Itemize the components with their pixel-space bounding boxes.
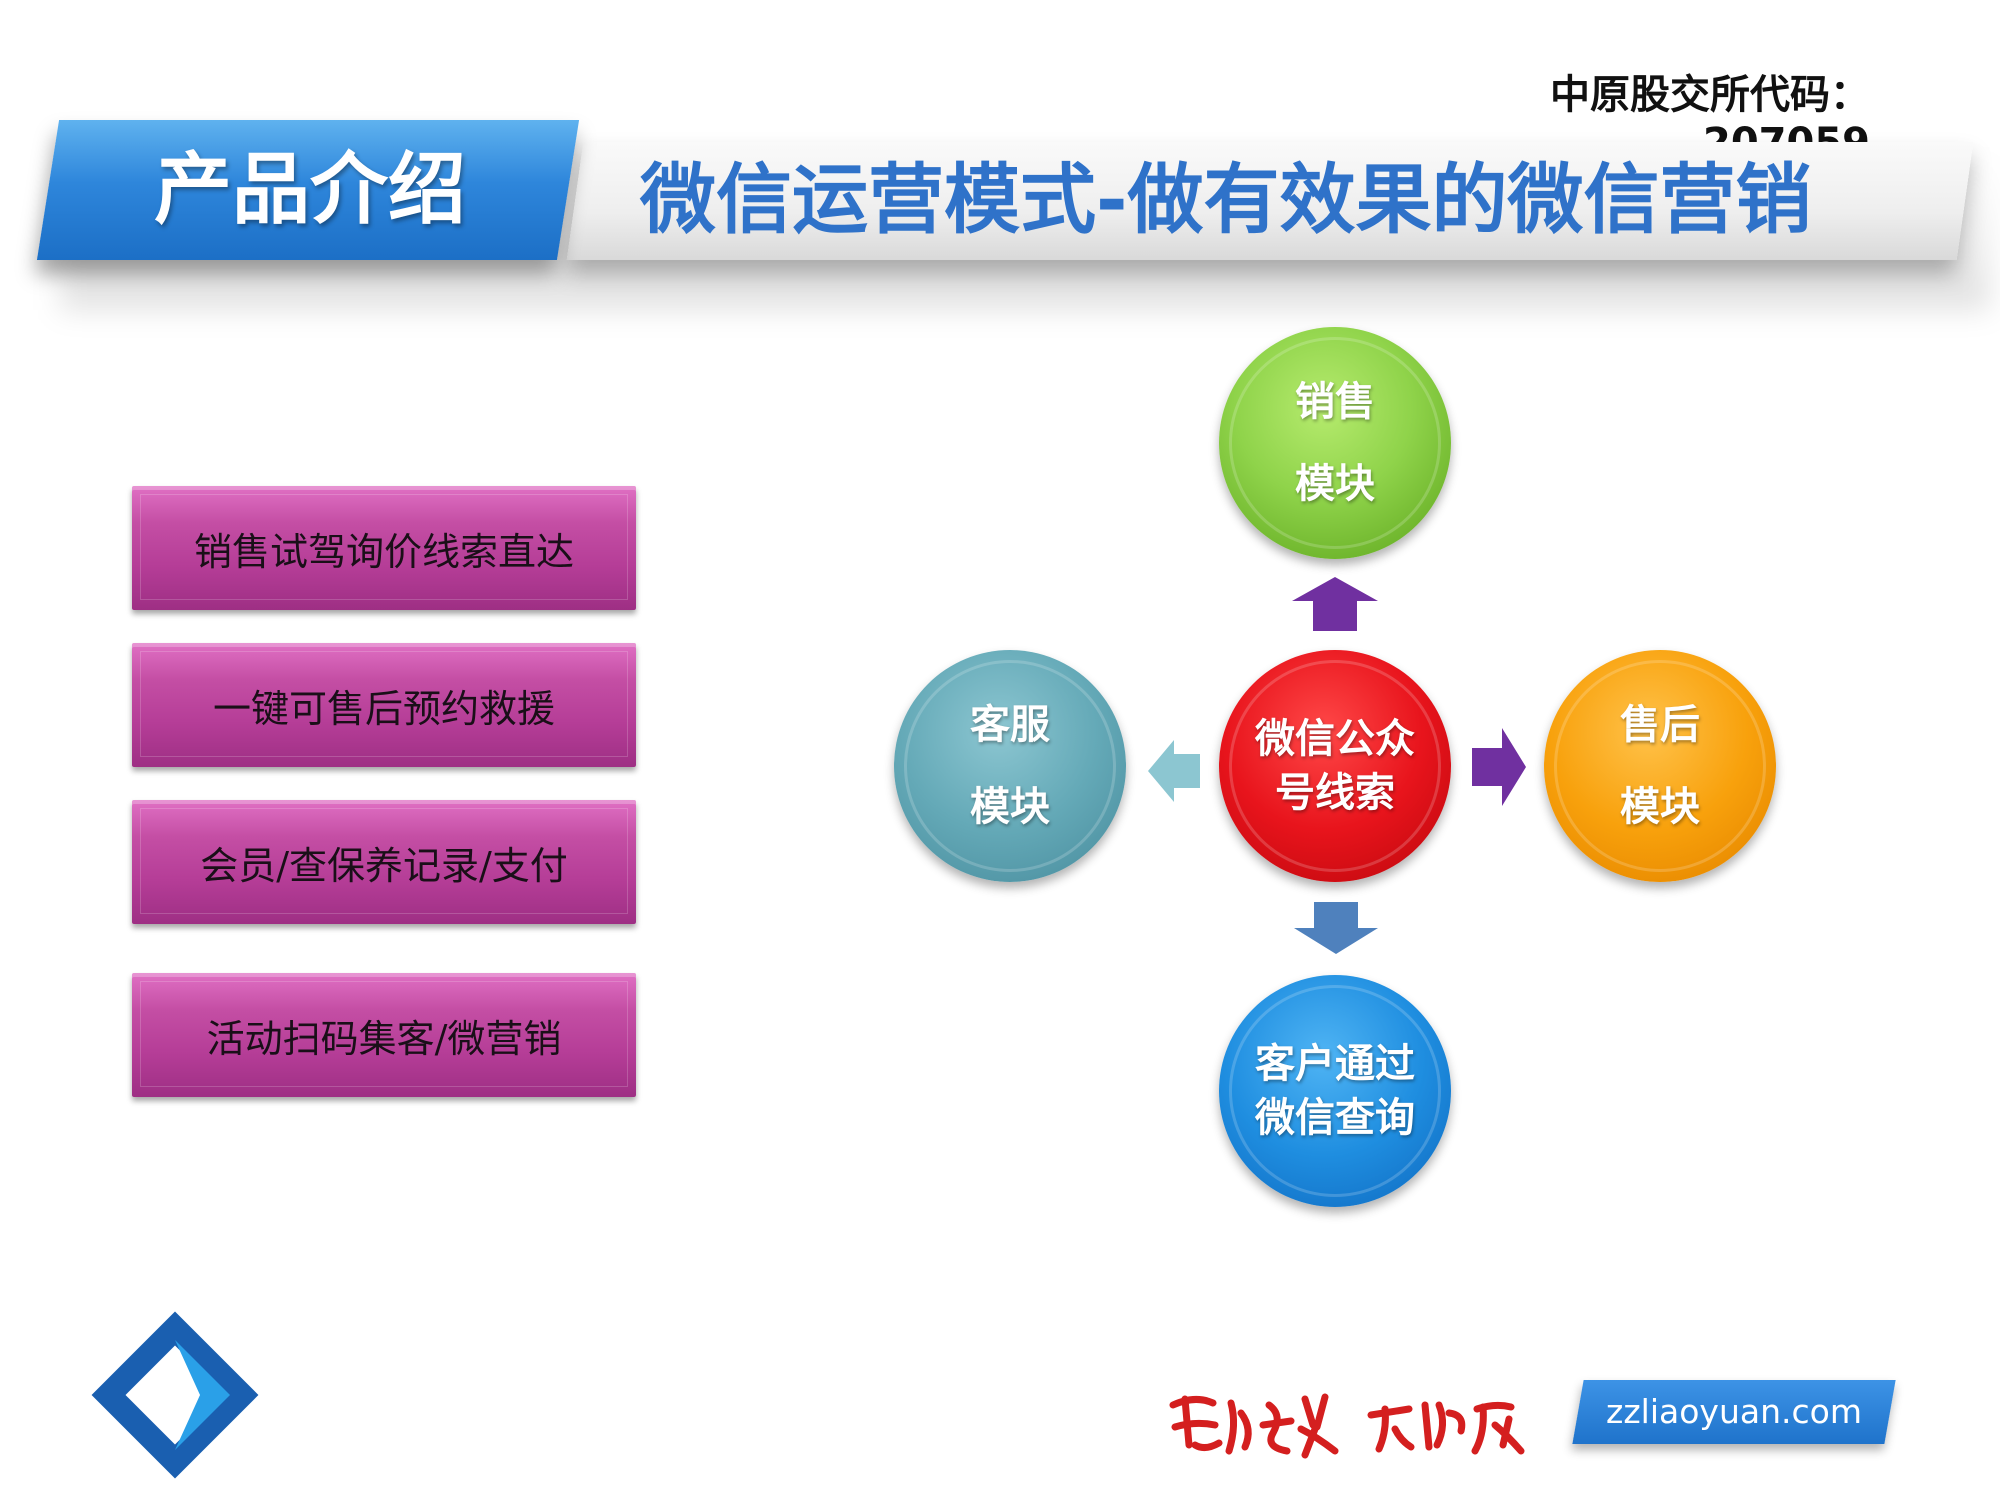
node-aftersales-line2: 模块 bbox=[1620, 784, 1700, 830]
node-service-line1: 客服 bbox=[970, 702, 1050, 748]
node-wechat-leads: 微信公众 号线索 bbox=[1219, 650, 1451, 882]
page-title: 微信运营模式-做有效果的微信营销 bbox=[640, 155, 1812, 244]
node-query-line1: 客户通过 bbox=[1255, 1041, 1415, 1087]
website-url[interactable]: zzliaoyuan.com bbox=[1606, 1392, 1862, 1431]
arrow-down-icon bbox=[1294, 902, 1378, 954]
node-sales-line1: 销售 bbox=[1295, 379, 1375, 425]
arrow-right-icon bbox=[1472, 728, 1526, 806]
node-service-line2: 模块 bbox=[970, 784, 1050, 830]
node-center-line1: 微信公众 bbox=[1255, 716, 1415, 762]
section-label: 产品介绍 bbox=[153, 145, 466, 235]
node-customer-query: 客户通过 微信查询 bbox=[1219, 975, 1451, 1207]
node-sales-module: 销售 模块 bbox=[1219, 327, 1451, 559]
node-sales-line2: 模块 bbox=[1295, 461, 1375, 507]
node-aftersales-line1: 售后 bbox=[1620, 702, 1700, 748]
feature-button-membership[interactable]: 会员/查保养记录/支付 bbox=[132, 800, 636, 924]
node-aftersales-module: 售后 模块 bbox=[1544, 650, 1776, 882]
node-center-line2: 号线索 bbox=[1275, 770, 1395, 816]
arrow-left-icon bbox=[1148, 740, 1200, 802]
feature-button-roadside-assist[interactable]: 一键可售后预约救援 bbox=[132, 643, 636, 767]
feature-button-sales-leads[interactable]: 销售试驾询价线索直达 bbox=[132, 486, 636, 610]
node-query-line2: 微信查询 bbox=[1255, 1095, 1415, 1141]
node-service-module: 客服 模块 bbox=[894, 650, 1126, 882]
company-logo-icon bbox=[91, 1311, 259, 1479]
arrow-up-icon bbox=[1292, 577, 1378, 631]
feature-button-marketing[interactable]: 活动扫码集客/微营销 bbox=[132, 973, 636, 1097]
calligraphy-slogan bbox=[1169, 1393, 1525, 1459]
